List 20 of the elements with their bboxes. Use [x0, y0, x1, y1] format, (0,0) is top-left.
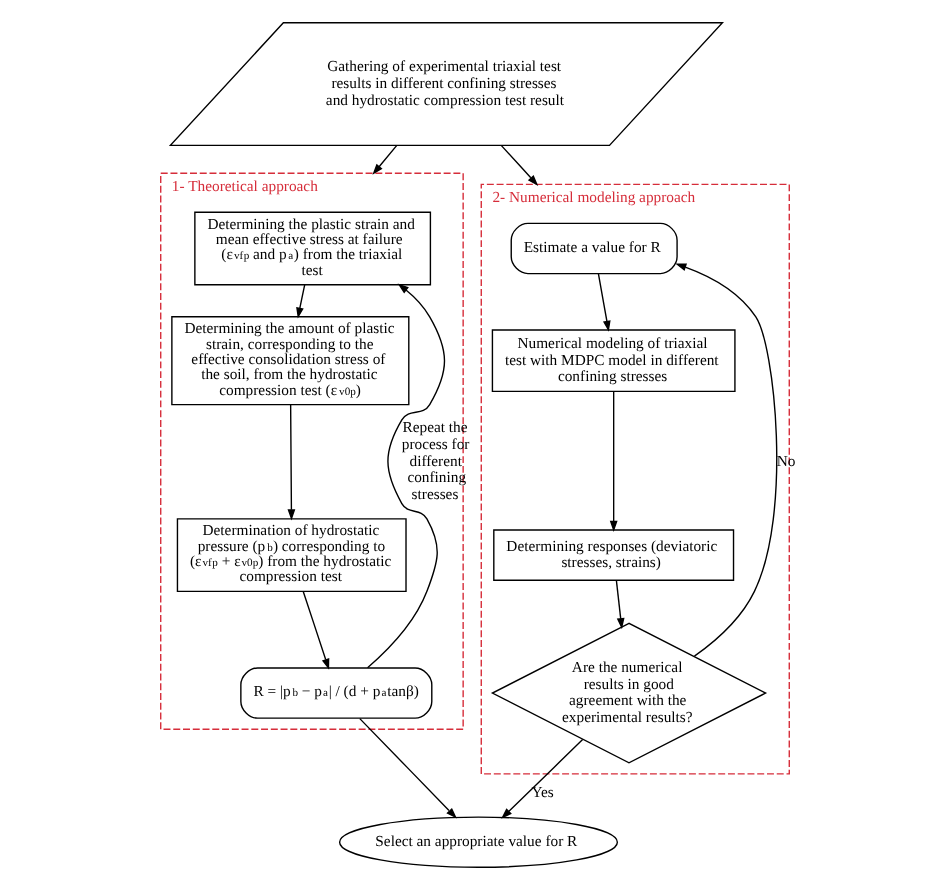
arrow — [286, 403, 295, 521]
arrow — [358, 717, 456, 819]
arrow — [596, 272, 610, 332]
arrow — [371, 144, 397, 175]
edge-label: Yes — [530, 783, 553, 802]
node-box: Estimate a value for R — [509, 222, 677, 275]
edge-label: No — [775, 451, 795, 470]
node-box: Numerical modeling of triaxial test with MDPC model in different confining stresses — [490, 329, 735, 393]
edge-label: Repeat the process for different confining stresses — [400, 418, 469, 504]
arrow — [614, 579, 624, 630]
arrow — [674, 263, 777, 657]
arrow — [608, 390, 617, 532]
arrow — [500, 738, 583, 819]
arrow — [499, 144, 538, 186]
node-ellipse: Select an appropriate value for R — [337, 816, 618, 868]
arrow — [301, 590, 329, 670]
arrow — [365, 283, 445, 669]
node-diamond: Are the numerical results in good agreement with the experimental results? — [489, 622, 767, 764]
node-box: Determining responses (deviatoric stresses, strains) — [492, 529, 734, 581]
arrow — [295, 284, 305, 319]
